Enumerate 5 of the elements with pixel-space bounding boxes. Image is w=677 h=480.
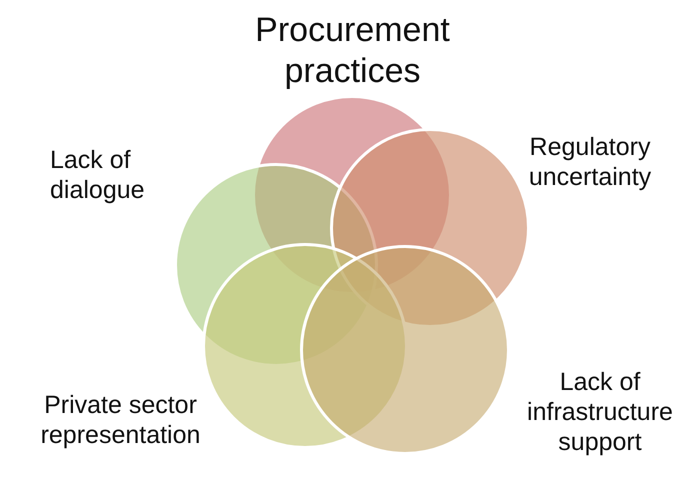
category-label: Private sector representation xyxy=(40,390,202,450)
category-label: Lack of infrastructure support xyxy=(526,367,674,457)
category-label: Regulatory uncertainty xyxy=(528,132,652,192)
category-label: Procurement practices xyxy=(254,10,451,92)
category-label: Lack of dialogue xyxy=(50,145,146,205)
